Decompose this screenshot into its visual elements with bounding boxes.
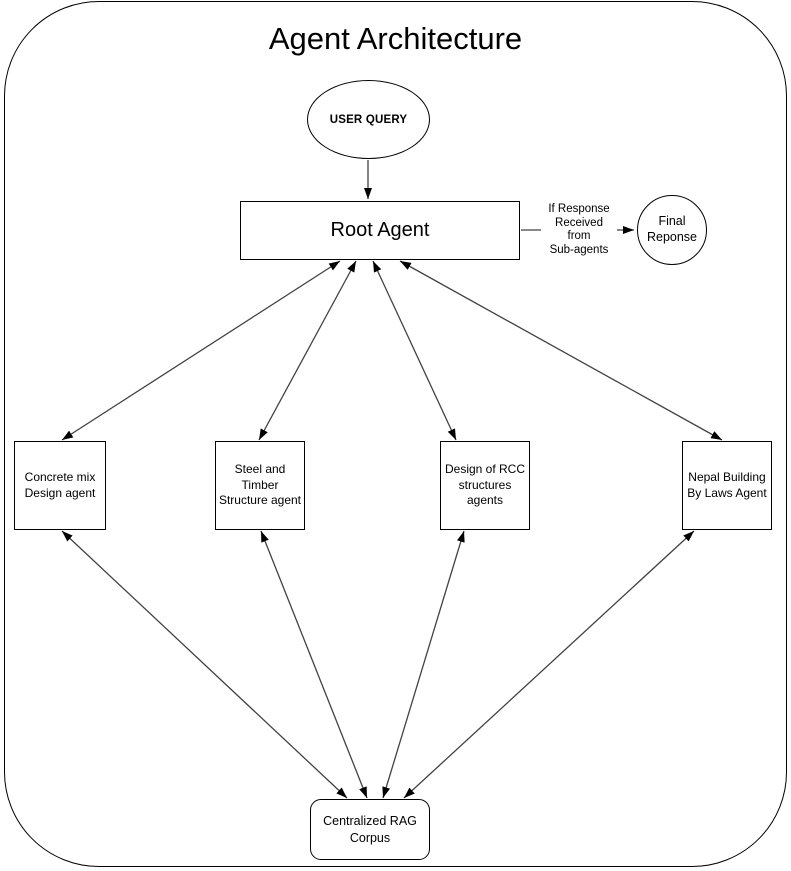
node-root-agent: Root Agent (240, 201, 520, 260)
node-user-query: USER QUERY (307, 80, 430, 159)
steel-timber-agent-label: Steel and Timber Structure agent (218, 462, 302, 508)
node-concrete-mix-agent: Concrete mix Design agent (14, 441, 106, 530)
edge-label-response-condition: If Response Received from Sub-agents (541, 203, 617, 258)
connector-concrete-rag (61, 530, 348, 799)
connector-root-steel (258, 260, 357, 441)
root-agent-label: Root Agent (330, 219, 430, 241)
connector-rcc-rag (382, 530, 465, 799)
rag-corpus-label: Centralized RAG Corpus (323, 814, 417, 845)
diagram-title: Agent Architecture (268, 21, 523, 56)
concrete-mix-agent-label: Concrete mix Design agent (24, 469, 96, 500)
node-rcc-structures-agent: Design of RCC structures agents (440, 441, 530, 530)
connector-root-rcc (372, 260, 457, 441)
nepal-bylaws-agent-label: Nepal Building By Laws Agent (687, 469, 767, 500)
node-final-response: Final Reponse (637, 195, 707, 265)
rcc-structures-agent-label: Design of RCC structures agents (444, 462, 526, 508)
connector-root-bylaws (399, 260, 723, 441)
node-rag-corpus: Centralized RAG Corpus (310, 799, 430, 860)
connector-steel-rag (260, 530, 368, 799)
node-nepal-bylaws-agent: Nepal Building By Laws Agent (682, 441, 772, 530)
canvas-rounded-border (4, 1, 787, 867)
user-query-label: USER QUERY (329, 113, 408, 126)
connector-bylaws-rag (403, 530, 695, 799)
connector-root-concrete (61, 260, 341, 441)
final-response-label: Final Reponse (646, 214, 698, 244)
node-steel-timber-agent: Steel and Timber Structure agent (215, 441, 305, 530)
